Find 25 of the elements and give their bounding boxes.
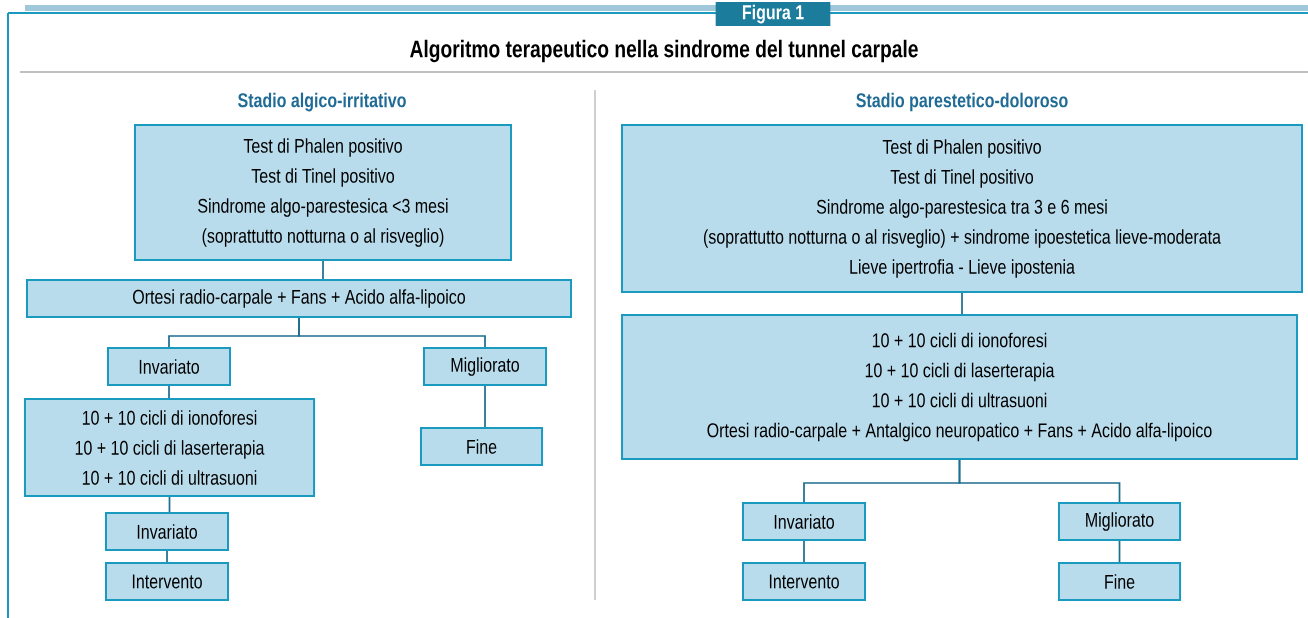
process-box: Invariato (105, 511, 229, 552)
process-box: Intervento (742, 562, 866, 602)
process-box: 10 + 10 cicli di ionoforesi 10 + 10 cicli di laserterapia 10 + 10 cicli di ultrasuoni Ortesi radio-carpale + Antalgico neuropatico + Fans + Acido alfa-lipoico (621, 314, 1298, 460)
process-box: Ortesi radio-carpale + Fans + Acido alfa-lipoico (26, 278, 572, 319)
process-box: Intervento (105, 562, 229, 602)
process-box: Migliorato (1058, 502, 1182, 542)
process-box: Fine (420, 426, 544, 467)
process-box: Invariato (107, 346, 231, 387)
connector (484, 384, 486, 429)
connector (803, 539, 805, 564)
connector (322, 259, 324, 281)
process-box: Test di Phalen positivo Test di Tinel positivo Sindrome algo-parestesica <3 mesi (soprattutto notturna o al risveglio) (134, 124, 512, 261)
figure-tab: Figura 1 (715, 1, 831, 27)
process-box: Migliorato (423, 346, 547, 387)
connector (1118, 539, 1121, 564)
connector (168, 384, 170, 400)
title: Algoritmo terapeutico nella sindrome del tunnel carpale (410, 39, 918, 63)
connector (958, 458, 1121, 504)
process-box: 10 + 10 cicli di ionoforesi 10 + 10 cicli di laserterapia 10 + 10 cicli di ultrasuoni (23, 397, 316, 498)
process-box: Fine (1058, 562, 1182, 602)
connector (961, 291, 963, 316)
process-box: Test di Phalen positivo Test di Tinel positivo Sindrome algo-parestesica tra 3 e 6 mesi (soprattutto notturna o al risveglio) + sindrome ipoestetica lieve-moderata Lieve ipertrofia - Lieve ipostenia (621, 124, 1303, 293)
connector (166, 549, 168, 564)
connector (298, 316, 486, 349)
process-box: Invariato (742, 502, 866, 542)
